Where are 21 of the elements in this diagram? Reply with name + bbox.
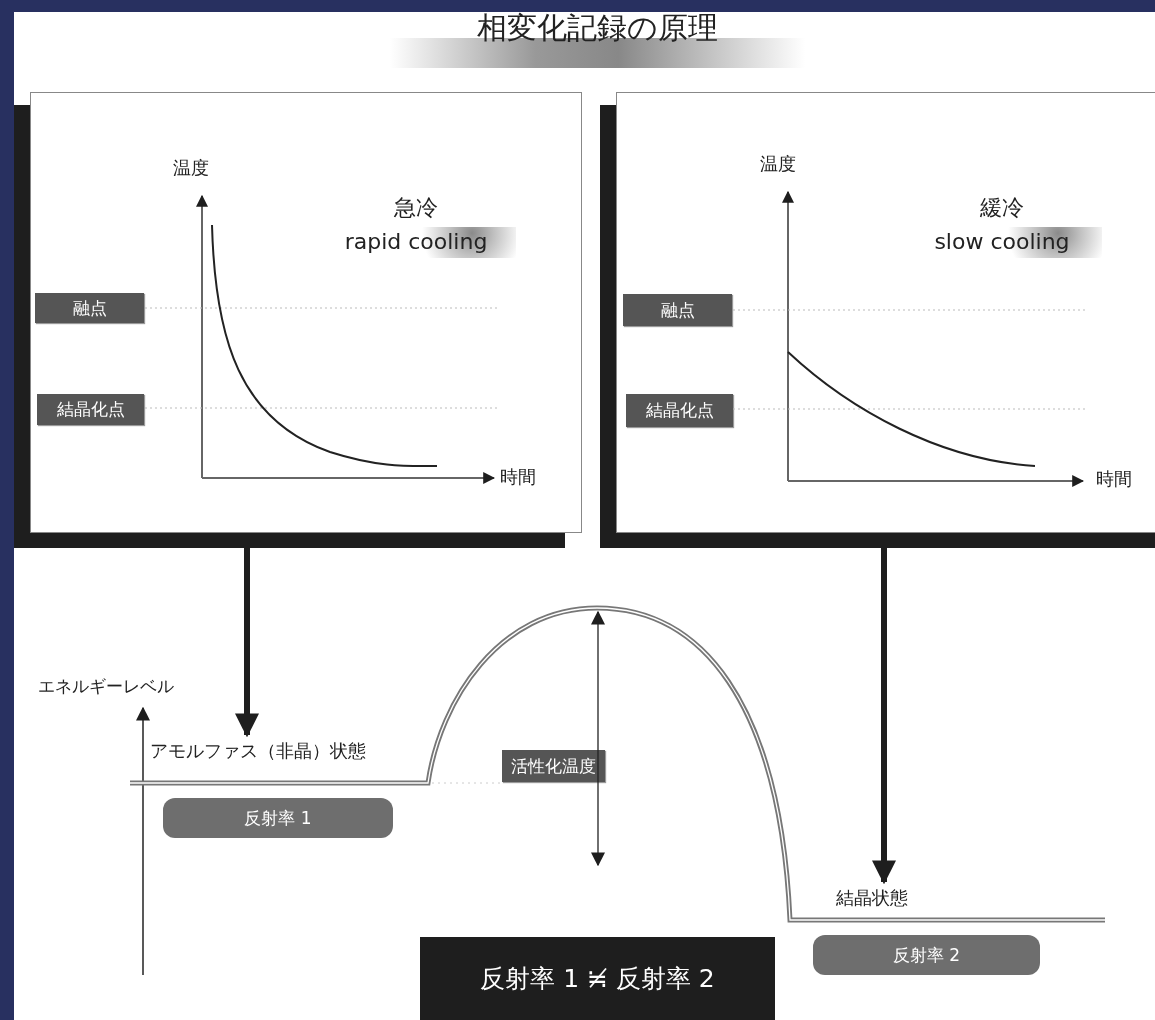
level-tag: 融点 bbox=[35, 293, 144, 323]
level-tag: 活性化温度 bbox=[502, 750, 605, 782]
state-label: 結晶状態 bbox=[836, 882, 966, 914]
result-box: 反射率 1 ≒̸ 反射率 2 bbox=[420, 937, 775, 1020]
axis-label: 時間 bbox=[1096, 467, 1132, 491]
reflectance-pill: 反射率 1 bbox=[163, 798, 393, 838]
level-tag: 結晶化点 bbox=[37, 394, 144, 425]
state-label: アモルファス（非晶）状態 bbox=[150, 735, 420, 767]
axis-label: 温度 bbox=[760, 152, 796, 176]
level-tag: 結晶化点 bbox=[626, 394, 733, 427]
arrow bbox=[235, 548, 259, 738]
chart-panel bbox=[616, 92, 1155, 533]
reflectance-pill: 反射率 2 bbox=[813, 935, 1040, 975]
arrow bbox=[872, 548, 896, 885]
level-tag: 融点 bbox=[623, 294, 732, 326]
cooling-label: 急冷 bbox=[393, 194, 439, 222]
axis-label: 温度 bbox=[173, 156, 209, 180]
axis-label: エネルギーレベル bbox=[38, 675, 174, 698]
chart-panel bbox=[30, 92, 582, 533]
axis-label: 時間 bbox=[500, 465, 536, 489]
cooling-label: 緩冷 bbox=[979, 194, 1025, 222]
